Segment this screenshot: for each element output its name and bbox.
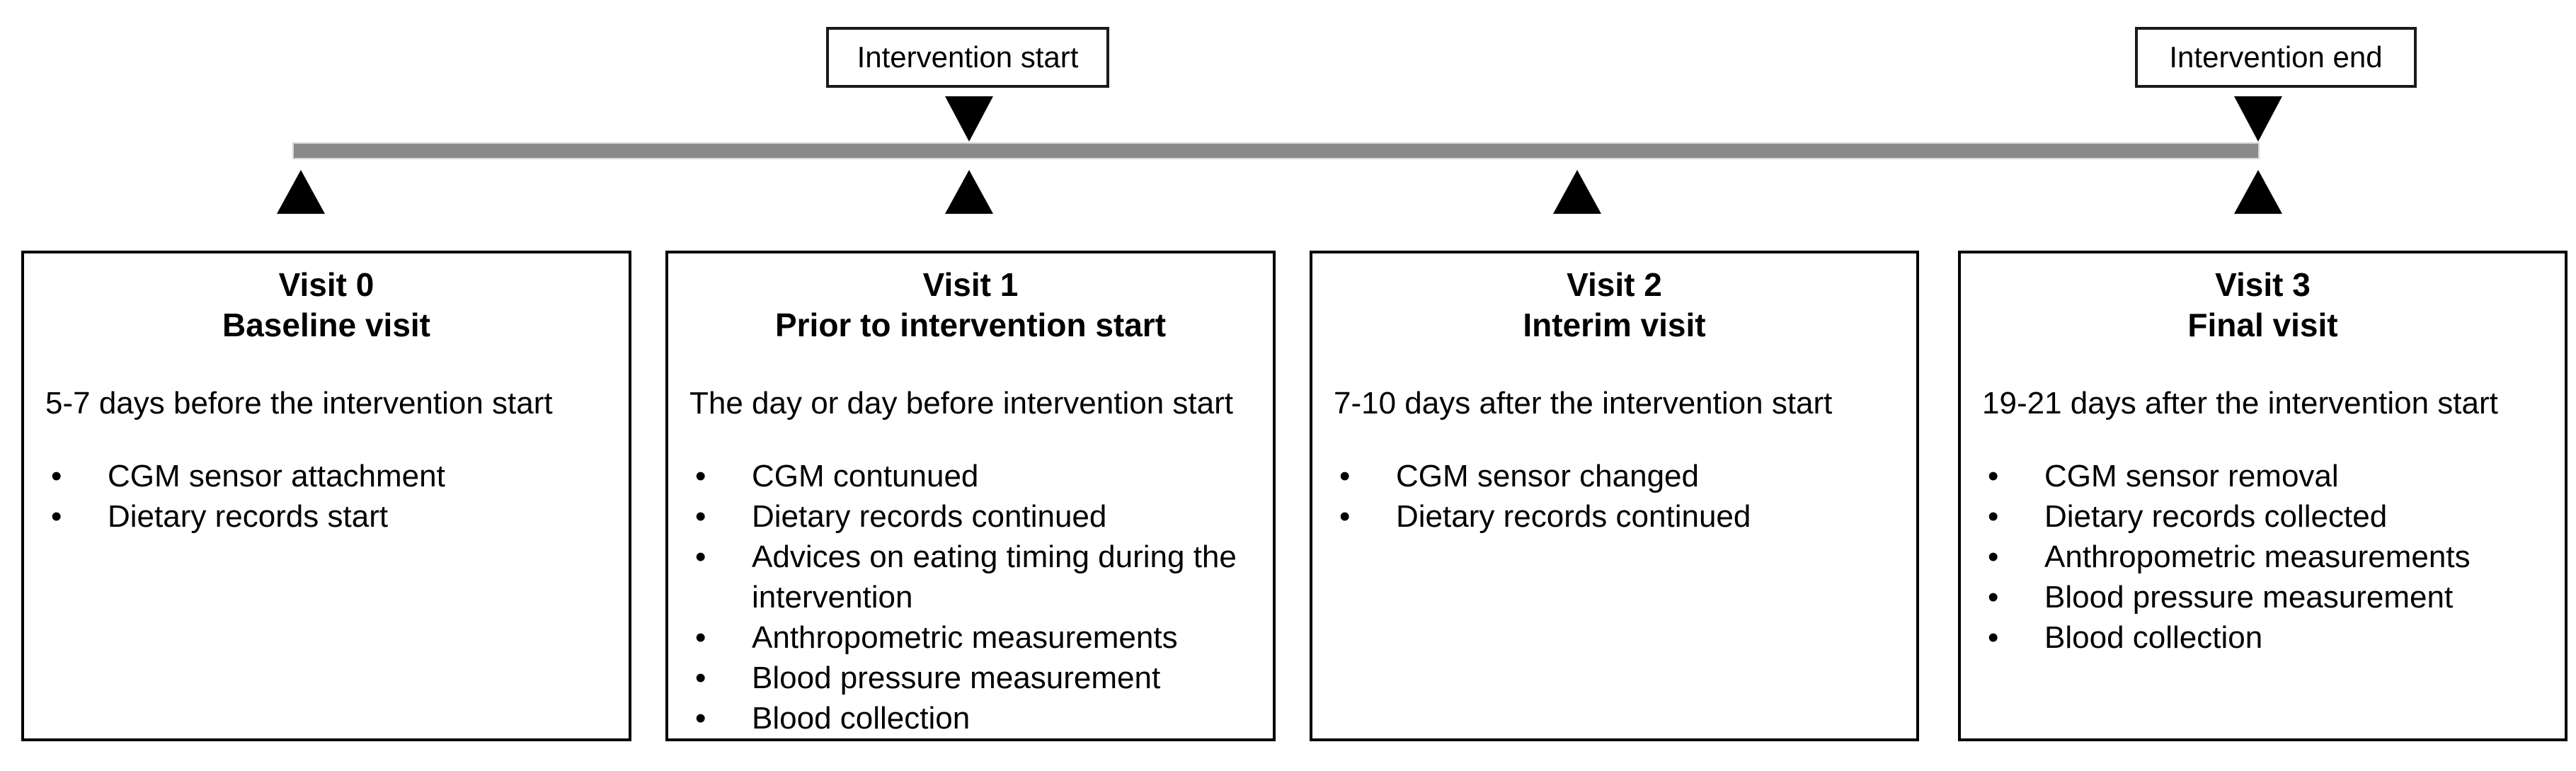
visit-2-bullets: CGM sensor changedDietary records contin… — [1312, 456, 1906, 537]
intervention-start-label: Intervention start — [857, 40, 1079, 74]
visit-1-title: Visit 1 — [922, 266, 1019, 303]
visit-3-title: Visit 3 — [2215, 266, 2311, 303]
intervention-end-label-box: Intervention end — [2135, 27, 2417, 88]
bullet-item: Anthropometric measurements — [1988, 537, 2555, 577]
bullet-item: Dietary records collected — [1988, 496, 2555, 537]
bullet-item: CGM contunued — [695, 456, 1263, 496]
visit-3-marker-icon — [2234, 170, 2282, 214]
visit-2-box: Visit 2 Interim visit 7-10 days after th… — [1310, 251, 1919, 741]
intervention-start-arrow-icon — [945, 96, 993, 142]
visit-1-timing: The day or day before intervention start — [689, 386, 1233, 421]
visit-1-bullets: CGM contunuedDietary records continuedAd… — [668, 456, 1263, 738]
visit-1-box: Visit 1 Prior to intervention start The … — [665, 251, 1276, 741]
visit-0-bullets: CGM sensor attachmentDietary records sta… — [24, 456, 619, 537]
bullet-item: Anthropometric measurements — [695, 617, 1263, 658]
visit-2-timing: 7-10 days after the intervention start — [1334, 386, 1833, 421]
bullet-item: Dietary records start — [51, 496, 619, 537]
visit-1-marker-icon — [945, 170, 993, 214]
intervention-end-arrow-icon — [2234, 96, 2282, 142]
visit-3-bullets: CGM sensor removalDietary records collec… — [1961, 456, 2555, 658]
bullet-item: Blood collection — [695, 698, 1263, 738]
visit-2-title: Visit 2 — [1567, 266, 1662, 303]
bullet-item: CGM sensor removal — [1988, 456, 2555, 496]
intervention-end-label: Intervention end — [2169, 40, 2383, 74]
visit-3-timing: 19-21 days after the intervention start — [1982, 386, 2498, 421]
bullet-item: Blood collection — [1988, 617, 2555, 658]
visit-2-marker-icon — [1553, 170, 1601, 214]
bullet-item: Blood pressure measurement — [1988, 577, 2555, 617]
visit-0-timing: 5-7 days before the intervention start — [45, 386, 553, 421]
visit-3-box: Visit 3 Final visit 19-21 days after the… — [1958, 251, 2568, 741]
intervention-start-label-box: Intervention start — [826, 27, 1109, 88]
visit-0-subtitle: Baseline visit — [222, 307, 431, 343]
visit-3-subtitle: Final visit — [2187, 307, 2338, 343]
visit-1-subtitle: Prior to intervention start — [774, 307, 1167, 343]
visit-2-subtitle: Interim visit — [1523, 307, 1706, 343]
visit-0-box: Visit 0 Baseline visit 5-7 days before t… — [21, 251, 631, 741]
bullet-item: Dietary records continued — [1339, 496, 1906, 537]
visit-0-marker-icon — [277, 170, 325, 214]
visit-0-title: Visit 0 — [278, 266, 374, 303]
bullet-item: Blood pressure measurement — [695, 658, 1263, 698]
bullet-item: CGM sensor attachment — [51, 456, 619, 496]
bullet-item: CGM sensor changed — [1339, 456, 1906, 496]
timeline-bar — [294, 144, 2258, 158]
bullet-item: Advices on eating timing during the inte… — [695, 537, 1263, 617]
bullet-item: Dietary records continued — [695, 496, 1263, 537]
